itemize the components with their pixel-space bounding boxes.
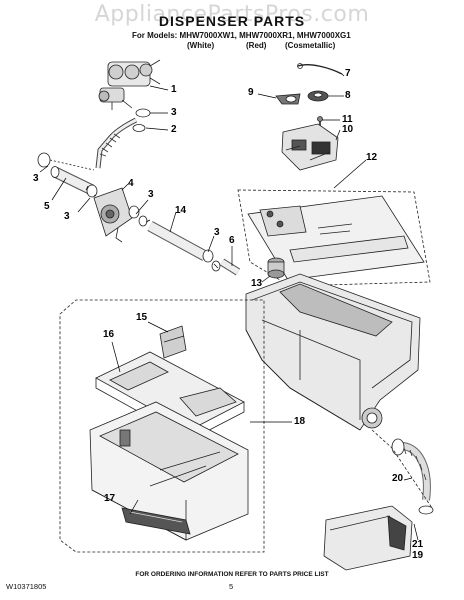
actuator-cam <box>307 90 329 102</box>
injector <box>93 187 133 243</box>
lid-spring <box>297 63 343 75</box>
models-line: For Models: MHW7000XW1, MHW7000XR1, MHW7… <box>132 31 351 40</box>
drawer-front <box>121 507 191 535</box>
drawer-insert <box>95 351 245 441</box>
housing-cover <box>237 189 431 287</box>
callout-3: 3 <box>33 173 39 184</box>
callout-15: 15 <box>136 312 148 323</box>
callout-13: 13 <box>251 278 263 289</box>
callout-18: 18 <box>294 416 306 427</box>
callout-11: 11 <box>342 114 353 125</box>
ring <box>128 205 140 219</box>
callout-4: 4 <box>128 178 134 189</box>
callout-19: 19 <box>412 550 424 561</box>
bellows-hose <box>95 117 138 169</box>
float-cap <box>267 257 285 279</box>
leader-lines <box>39 73 419 541</box>
callout-16: 16 <box>103 329 115 340</box>
callout-3: 3 <box>148 189 154 200</box>
callout-3: 3 <box>64 211 70 222</box>
ring <box>138 215 148 227</box>
drain-bellows <box>391 438 431 501</box>
callout-14: 14 <box>175 205 187 216</box>
color-label-white: (White) <box>187 41 215 50</box>
drawer-body <box>89 401 249 541</box>
bracket <box>275 93 301 105</box>
callout-21: 21 <box>412 539 424 550</box>
callout-3: 3 <box>214 227 220 238</box>
watermark: AppliancePartsPros.com <box>94 2 370 27</box>
callout-1: 1 <box>171 84 177 95</box>
long-tube <box>147 221 208 261</box>
callout-9: 9 <box>248 87 254 98</box>
drawer-group-outline <box>59 299 265 553</box>
callout-3: 3 <box>171 107 177 118</box>
ring <box>37 152 51 168</box>
callout-20: 20 <box>392 473 404 484</box>
dispenser-tub <box>245 273 421 431</box>
color-label-cosmetallic: (Cosmetallic) <box>285 41 336 50</box>
ordering-note: FOR ORDERING INFORMATION REFER TO PARTS … <box>135 571 329 578</box>
siphon-cap <box>159 325 187 359</box>
ring <box>202 249 214 263</box>
callout-12: 12 <box>366 152 378 163</box>
motor-assembly <box>281 123 339 171</box>
clamp <box>132 124 146 132</box>
callout-6: 6 <box>229 235 235 246</box>
color-label-red: (Red) <box>246 41 267 50</box>
callout-5: 5 <box>44 201 50 212</box>
page-number: 5 <box>229 582 234 591</box>
o-ring <box>135 108 151 118</box>
callout-8: 8 <box>345 90 351 101</box>
drawer-handle <box>323 505 413 571</box>
callout-2: 2 <box>171 124 177 135</box>
document-number: W10371805 <box>6 582 47 591</box>
fill-tube <box>50 166 95 195</box>
hose-guide-line <box>371 429 433 509</box>
water-valve <box>98 59 161 110</box>
callout-10: 10 <box>342 124 354 135</box>
callout-7: 7 <box>345 68 351 79</box>
diagram-title: DISPENSER PARTS <box>158 13 306 29</box>
clamp-ring <box>418 505 434 515</box>
short-tube <box>219 258 241 276</box>
callout-17: 17 <box>104 493 116 504</box>
ring <box>86 184 98 198</box>
